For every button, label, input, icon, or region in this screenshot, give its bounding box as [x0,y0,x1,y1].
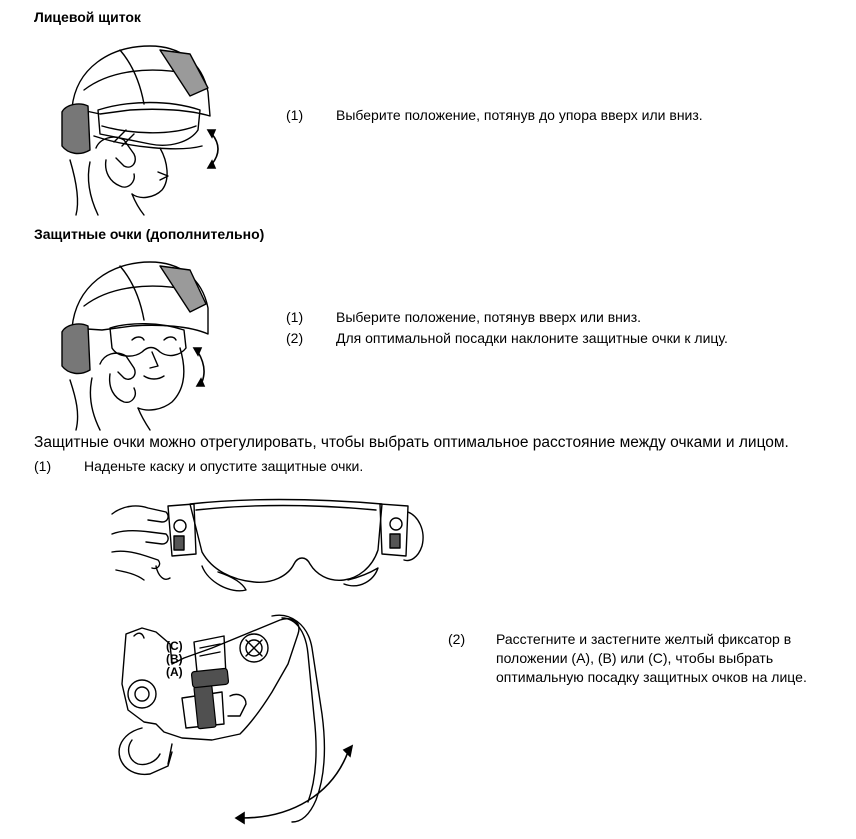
adjust-arrow-icon [236,746,352,823]
step-text-line: оптимальную посадку защитных очков на ли… [496,669,807,685]
step-text-line: Расстегните и застегните желтый фиксатор… [496,631,792,647]
adjust-arrow-icon [208,130,218,168]
step-number: (1) [286,309,304,325]
position-label-c: (C) [166,639,183,653]
goggles-frame-illustration [112,490,442,602]
step-number: (2) [448,631,466,647]
step-number: (1) [286,107,304,123]
position-label-a: (A) [166,665,183,679]
step-number: (2) [286,330,304,346]
goggles-latch-illustration [112,604,362,826]
position-label-b: (B) [166,652,183,666]
step-text: Выберите положение, потянув вверх или вн… [336,309,641,325]
adjust-arrow-icon [194,348,204,386]
step-text: Для оптимальной посадки наклоните защитн… [336,330,728,346]
step-text-line: положении (A), (B) или (C), чтобы выбрат… [496,650,774,666]
step-text: Выберите положение, потянув до упора вве… [336,107,703,123]
visor-heading: Лицевой щиток [34,9,141,25]
intro-paragraph: Защитные очки можно отрегулировать, чтоб… [34,434,789,451]
step-text: Наденьте каску и опустите защитные очки. [84,458,364,474]
step-number: (1) [34,458,52,474]
helmet-visor-illustration [40,30,230,215]
helmet-goggles-illustration [40,248,230,430]
goggles-heading: Защитные очки (дополнительно) [34,226,265,242]
